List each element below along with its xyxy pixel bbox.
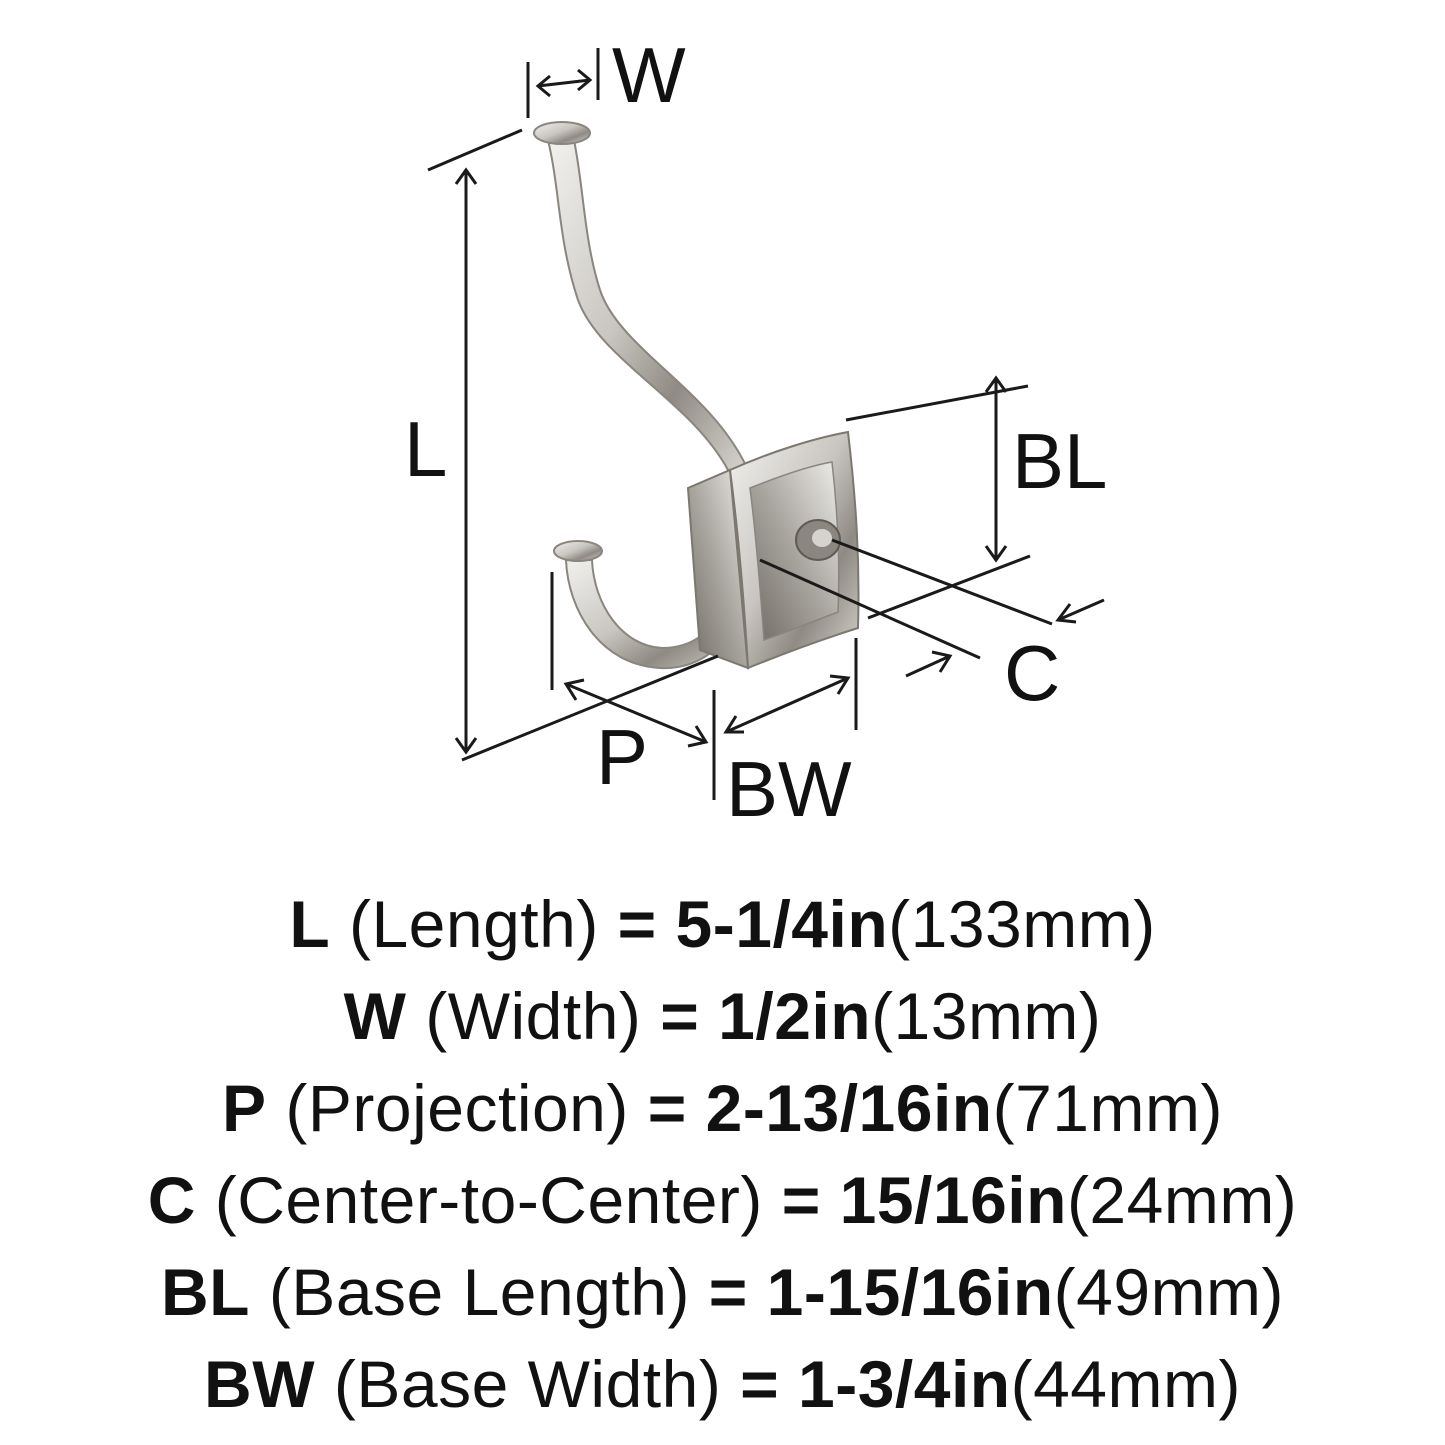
spec-equals: = [781, 1163, 821, 1237]
lower-hook-tip [553, 540, 603, 562]
mounting-screw-head [812, 529, 832, 547]
spec-metric: (133mm) [888, 887, 1156, 961]
spec-imperial: 5-1/4in [675, 887, 889, 961]
spec-imperial: 1-3/4in [798, 1347, 1011, 1421]
dim-label-c: C [1004, 629, 1060, 717]
upper-hook-arm [546, 139, 750, 471]
upper-hook-tip [533, 121, 591, 145]
dim-label-bw: BW [726, 745, 852, 833]
spec-name: (Center-to-Center) [214, 1163, 763, 1237]
spec-name: (Width) [425, 979, 642, 1053]
coat-hook-image [533, 121, 860, 670]
spec-code: P [222, 1071, 267, 1145]
dim-label-bl: BL [1012, 417, 1107, 505]
spec-code: W [343, 979, 407, 1053]
spec-row-length: L (Length) = 5-1/4in(133mm) [0, 878, 1445, 970]
dimension-spec-list: L (Length) = 5-1/4in(133mm) W (Width) = … [0, 878, 1445, 1430]
spec-row-base-width: BW (Base Width) = 1-3/4in(44mm) [0, 1338, 1445, 1430]
spec-metric: (44mm) [1010, 1347, 1241, 1421]
spec-row-width: W (Width) = 1/2in(13mm) [0, 970, 1445, 1062]
spec-row-base-length: BL (Base Length) = 1-15/16in(49mm) [0, 1246, 1445, 1338]
dim-label-p: P [596, 713, 648, 801]
spec-imperial: 2-13/16in [705, 1071, 993, 1145]
spec-row-projection: P (Projection) = 2-13/16in(71mm) [0, 1062, 1445, 1154]
dim-label-w: W [612, 31, 686, 119]
spec-equals: = [660, 979, 700, 1053]
spec-row-center-to-center: C (Center-to-Center) = 15/16in(24mm) [0, 1154, 1445, 1246]
spec-name: (Length) [348, 887, 599, 961]
base-plate-bevel [749, 461, 840, 642]
spec-code: BW [204, 1347, 316, 1421]
spec-code: C [147, 1163, 196, 1237]
spec-metric: (71mm) [992, 1071, 1223, 1145]
spec-name: (Projection) [285, 1071, 629, 1145]
spec-equals: = [617, 887, 657, 961]
spec-imperial: 1-15/16in [766, 1255, 1054, 1329]
spec-equals: = [708, 1255, 748, 1329]
spec-name: (Base Width) [333, 1347, 722, 1421]
spec-metric: (24mm) [1066, 1163, 1298, 1237]
spec-metric: (49mm) [1053, 1255, 1284, 1329]
spec-imperial: 1/2in [718, 979, 872, 1053]
spec-equals: = [740, 1347, 780, 1421]
spec-code: BL [161, 1255, 250, 1329]
spec-code: L [289, 887, 331, 961]
spec-imperial: 15/16in [839, 1163, 1067, 1237]
dimension-lines [427, 48, 1105, 800]
hook-dimension-diagram: W L BL C P BW [404, 31, 1107, 833]
spec-equals: = [647, 1071, 687, 1145]
spec-metric: (13mm) [871, 979, 1102, 1053]
spec-name: (Base Length) [268, 1255, 690, 1329]
dim-label-l: L [404, 405, 447, 493]
